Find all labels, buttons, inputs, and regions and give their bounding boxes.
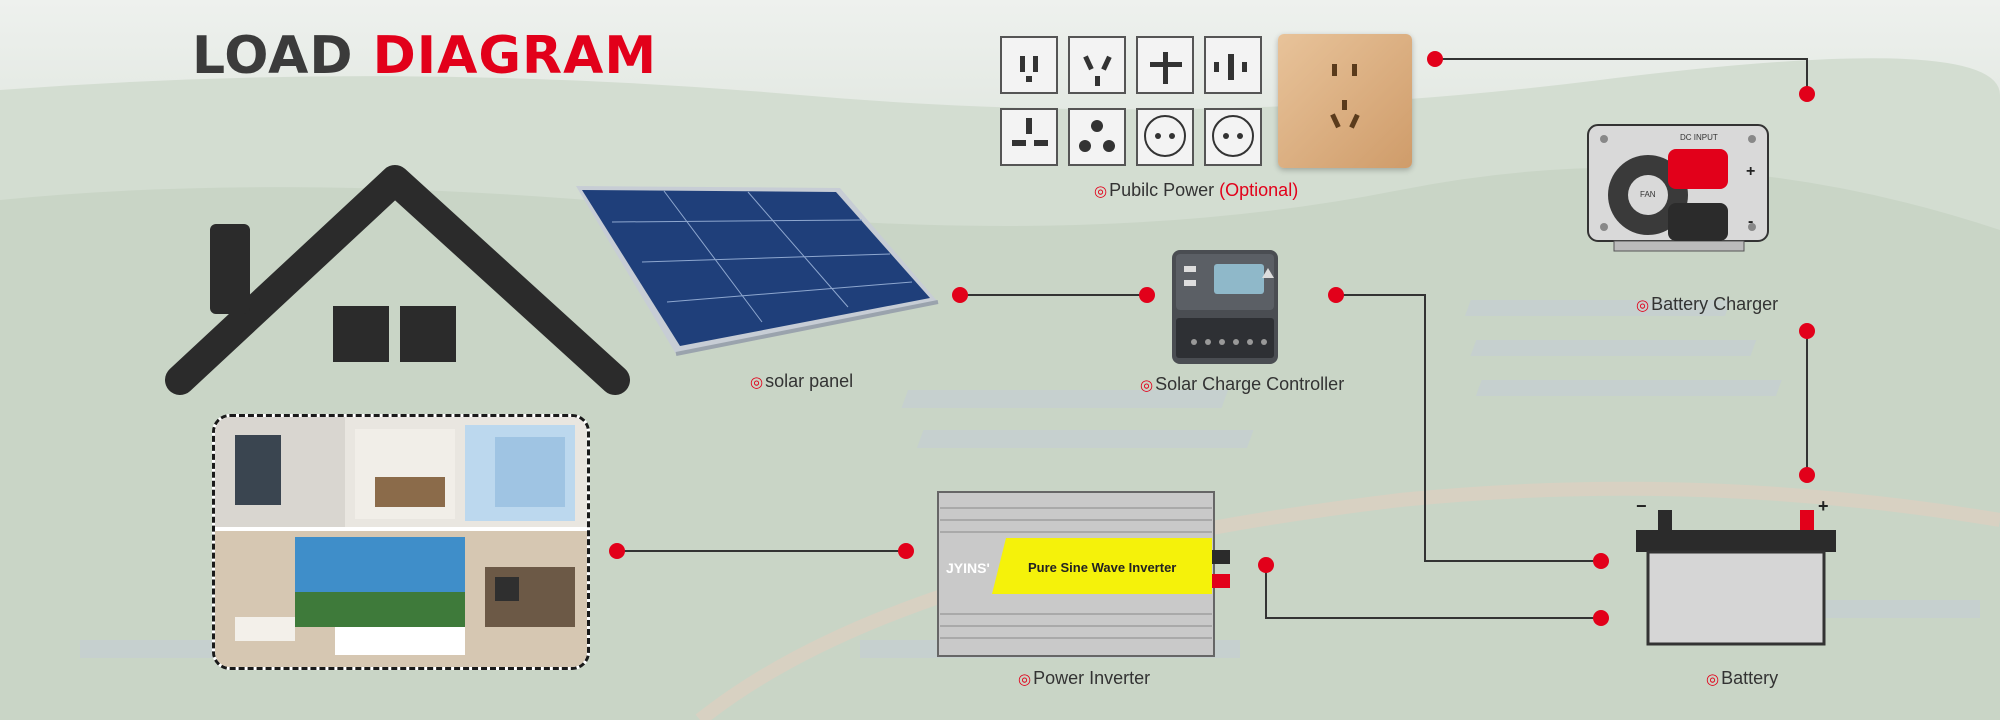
bullet-icon: ◎	[1636, 297, 1650, 314]
wall-socket-image	[1278, 34, 1412, 168]
title-load: LOAD	[192, 26, 354, 86]
inverter-model-text: Pure Sine Wave Inverter	[1028, 560, 1177, 575]
inverter-brand-text: JYINS'	[946, 560, 990, 576]
bullet-icon: ◎	[1094, 183, 1108, 200]
home-interior-image	[212, 414, 590, 670]
battery-plus-text: +	[1818, 496, 1829, 516]
wire-controller-battery	[1336, 294, 1601, 562]
connector-dot	[1139, 287, 1155, 303]
bullet-icon: ◎	[1018, 671, 1032, 688]
solar-panel-label: ◎solar panel	[750, 371, 854, 391]
connector-dot	[609, 543, 625, 559]
bullet-icon: ◎	[750, 374, 764, 391]
public-power-label: ◎Pubilc Power (Optional)	[1094, 180, 1299, 200]
bullet-icon: ◎	[1706, 671, 1720, 688]
plus-text: +	[1746, 163, 1756, 180]
connector-dot	[898, 543, 914, 559]
connector-dot	[1799, 323, 1815, 339]
house-icon	[165, 165, 630, 395]
power-inverter-image: JYINS' Pure Sine Wave Inverter	[936, 490, 1236, 658]
connector-dot	[1328, 287, 1344, 303]
socket-sa-icon	[1068, 108, 1126, 166]
socket-uk-icon	[1000, 108, 1058, 166]
dc-input-text: DC INPUT	[1680, 133, 1718, 142]
title-diagram: DIAGRAM	[372, 26, 658, 86]
solar-panel-image	[576, 186, 939, 356]
connector-dot	[1799, 467, 1815, 483]
power-inverter-label: ◎Power Inverter	[1018, 668, 1151, 688]
connector-dot	[1427, 51, 1443, 67]
connector-dot	[1593, 553, 1609, 569]
battery-charger-label: ◎Battery Charger	[1636, 294, 1779, 314]
battery-image: − +	[1634, 496, 1838, 648]
optional-note: (Optional)	[1219, 180, 1299, 200]
wire-grid-charger	[1435, 58, 1808, 94]
wire-inverter-battery	[1265, 565, 1601, 619]
connector-dot	[952, 287, 968, 303]
connector-dot	[1799, 86, 1815, 102]
charge-controller-image	[1172, 250, 1278, 364]
battery-charger-image: DC INPUT FAN + -	[1586, 123, 1770, 283]
socket-us-icon	[1000, 36, 1058, 94]
fan-text: FAN	[1640, 190, 1656, 199]
charge-controller-label: ◎Solar Charge Controller	[1140, 374, 1345, 394]
page-title: LOAD DIAGRAM	[192, 30, 657, 82]
connector-dot	[1258, 557, 1274, 573]
battery-minus-text: −	[1636, 496, 1647, 516]
battery-label: ◎Battery	[1706, 668, 1779, 688]
bullet-icon: ◎	[1140, 377, 1154, 394]
connector-dot	[1593, 610, 1609, 626]
minus-text: -	[1748, 213, 1754, 230]
